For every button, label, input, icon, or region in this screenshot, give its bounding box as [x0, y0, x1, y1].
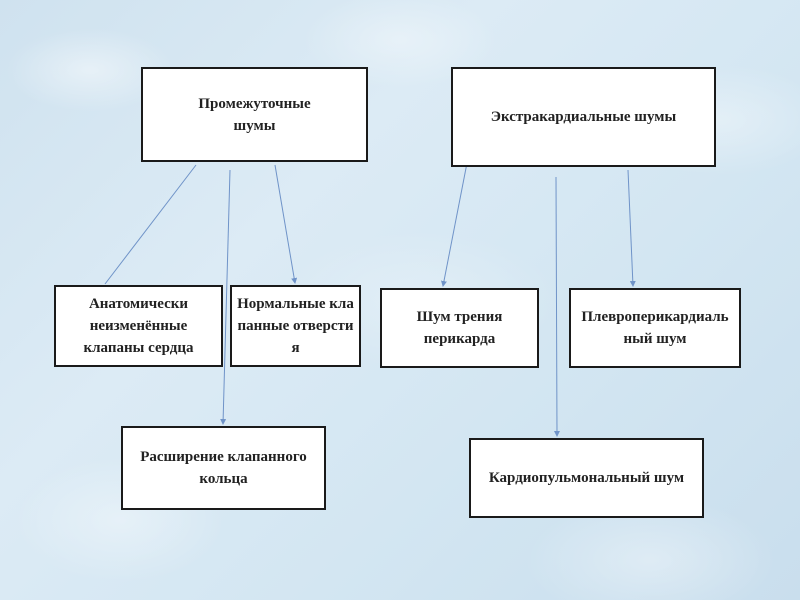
node-label: Экстракардиальные шумы [490, 109, 677, 125]
node-normal-valve-openings: Нормальные клапанные отверстия [230, 285, 361, 367]
node-pericardial-friction-rub: Шум трения перикарда [380, 288, 539, 368]
node-label: Нормальные клапанные отверстия [237, 296, 354, 356]
node-intermediate-murmurs: Промежуточные шумы [141, 67, 368, 162]
edge-intermediate-to-anatomic [104, 164, 197, 285]
edge-extracardiac-to-cardiopulm [553, 176, 560, 437]
node-pleuropericardial-murmur: Плевроперикардиальный шум [569, 288, 741, 368]
node-label: Расширение клапанного кольца [140, 449, 307, 487]
edge-extracardiac-to-pleuro [627, 169, 636, 287]
node-cardiopulmonary-murmur: Кардиопульмональный шум [469, 438, 704, 518]
node-label: Анатомически неизменённые клапаны сердца [83, 296, 194, 356]
edge-intermediate-to-normal [274, 164, 298, 284]
node-label: Шум трения перикарда [416, 309, 503, 347]
node-label: Промежуточные шумы [198, 95, 311, 134]
node-extracardiac-murmurs: Экстракардиальные шумы [451, 67, 716, 167]
node-valve-ring-dilation: Расширение клапанного кольца [121, 426, 326, 510]
edge-extracardiac-to-friction [441, 162, 468, 287]
node-label: Плевроперикардиальный шум [581, 309, 729, 347]
edge-intermediate-to-ring [220, 169, 231, 425]
node-label: Кардиопульмональный шум [488, 470, 685, 486]
node-unchanged-valves: Анатомически неизменённые клапаны сердца [54, 285, 223, 367]
